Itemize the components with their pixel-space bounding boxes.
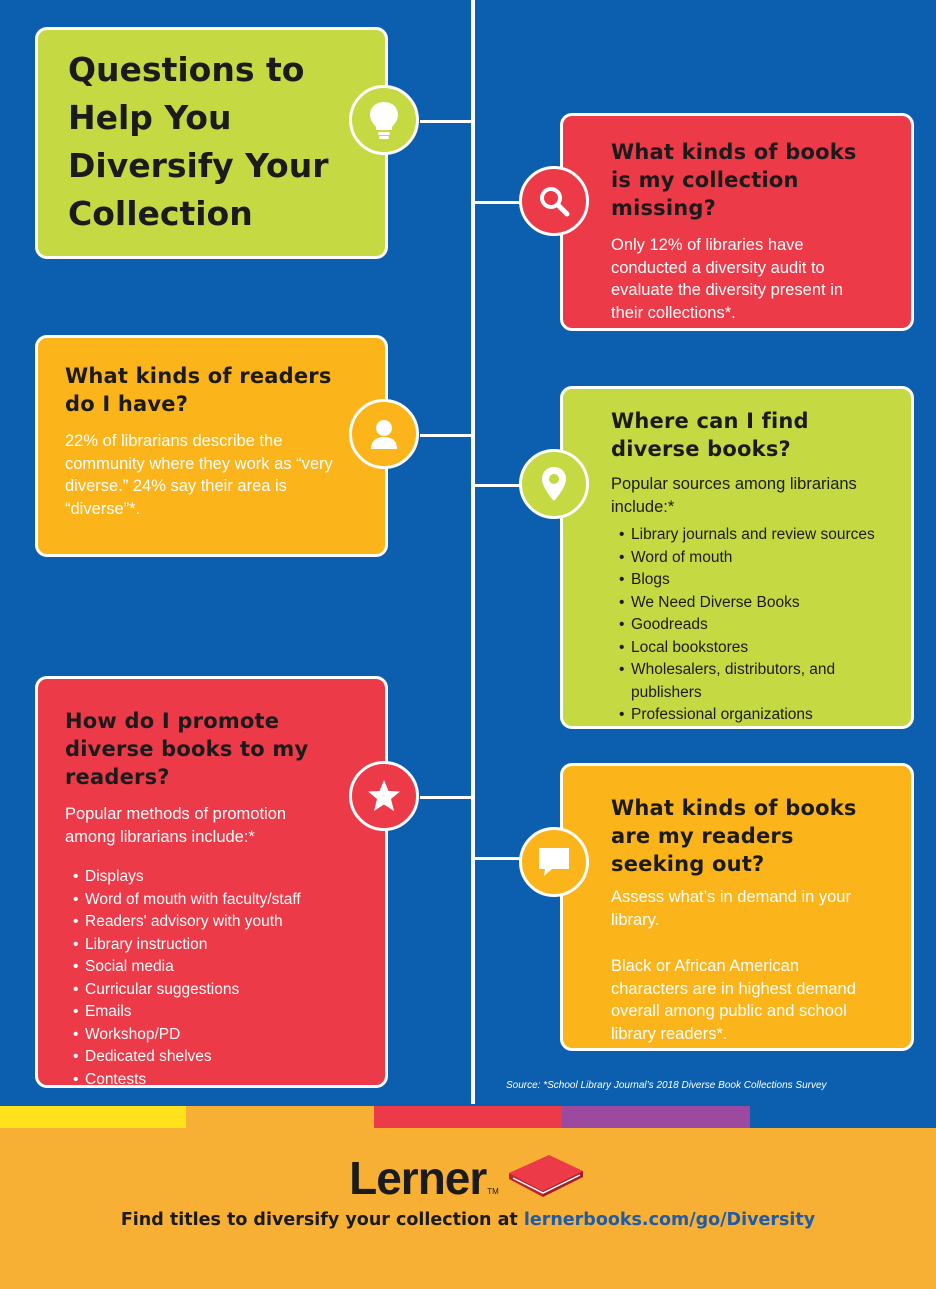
website-link[interactable]: lernerbooks.com/go/Diversity (523, 1210, 816, 1230)
brand-logo: Lerner TM (0, 1148, 936, 1208)
list-item: Social media (73, 956, 335, 979)
list-item: Local bookstores (619, 637, 899, 660)
book-icon (505, 1151, 587, 1206)
connector-promote (420, 796, 473, 799)
list-item: Dedicated shelves (73, 1046, 335, 1069)
color-stripe-blue (750, 1106, 936, 1128)
speech-bubble-icon (519, 827, 589, 897)
connector-missing (473, 201, 523, 204)
list-item: Emails (73, 1001, 335, 1024)
card-heading: What kinds of books is my collection mis… (611, 140, 857, 220)
card-heading: Where can I find diverse books? (611, 409, 809, 461)
tagline-text: Find titles to diversify your collection… (120, 1210, 518, 1230)
person-icon (349, 399, 419, 469)
brand-name: Lerner (349, 1152, 487, 1204)
title-card: Questions to Help You Diversify Your Col… (35, 27, 388, 259)
magnifier-icon (519, 166, 589, 236)
card-heading: How do I promote diverse books to my rea… (65, 709, 309, 789)
list-item: Word of mouth (619, 547, 899, 570)
card-body-1: Assess what’s in demand in your library. (611, 888, 851, 929)
trademark: TM (487, 1187, 499, 1196)
card-intro: Popular methods of promotion among libra… (65, 805, 287, 846)
card-heading: What kinds of books are my readers seeki… (611, 796, 857, 876)
connector-title (420, 120, 473, 123)
card-body: 22% of librarians describe the community… (65, 432, 333, 518)
sources-list: Library journals and review sourcesWord … (611, 524, 899, 727)
color-stripe-purple (562, 1106, 750, 1128)
page-title: Questions to Help You Diversify Your Col… (68, 50, 329, 233)
list-item: Wholesalers, distributors, and publisher… (619, 659, 899, 704)
tagline: Find titles to diversify your collection… (0, 1210, 936, 1230)
list-item: Library instruction (73, 934, 335, 957)
list-item: Contests (73, 1069, 335, 1092)
source-note: Source: *School Library Journal’s 2018 D… (506, 1080, 827, 1091)
color-stripe-orange (186, 1106, 374, 1128)
infographic: Questions to Help You Diversify Your Col… (0, 0, 936, 1106)
card-heading: What kinds of readers do I have? (65, 364, 332, 416)
card-readers-seeking: What kinds of books are my readers seeki… (560, 763, 914, 1051)
connector-seeking (473, 857, 523, 860)
list-item: We Need Diverse Books (619, 592, 899, 615)
list-item: Professional organizations (619, 704, 899, 727)
list-item: Readers' advisory with youth (73, 911, 335, 934)
connector-find (473, 484, 523, 487)
timeline-spine (471, 0, 475, 1104)
card-promote: How do I promote diverse books to my rea… (35, 676, 388, 1091)
list-item: Curricular suggestions (73, 979, 335, 1002)
connector-readers (420, 434, 473, 437)
list-item: Goodreads (619, 614, 899, 637)
list-item: Blogs (619, 569, 899, 592)
color-stripe-red (374, 1106, 562, 1128)
card-readers: What kinds of readers do I have? 22% of … (35, 335, 388, 557)
lightbulb-icon (349, 85, 419, 155)
card-body: Only 12% of libraries have conducted a d… (611, 236, 844, 322)
card-collection-missing: What kinds of books is my collection mis… (560, 113, 914, 331)
list-item: Workshop/PD (73, 1024, 335, 1047)
map-pin-icon (519, 449, 589, 519)
card-intro: Popular sources among librarians include… (611, 475, 857, 516)
star-icon (349, 761, 419, 831)
card-body-2: Black or African American characters are… (611, 957, 856, 1043)
list-item: Library journals and review sources (619, 524, 899, 547)
list-item: Displays (73, 866, 335, 889)
methods-list: DisplaysWord of mouth with faculty/staff… (65, 866, 335, 1091)
list-item: Word of mouth with faculty/staff (73, 889, 335, 912)
footer: Lerner TM Find titles to diversify your … (0, 1106, 936, 1289)
color-stripe-yellow (0, 1106, 186, 1128)
card-find-diverse-books: Where can I find diverse books? Popular … (560, 386, 914, 729)
